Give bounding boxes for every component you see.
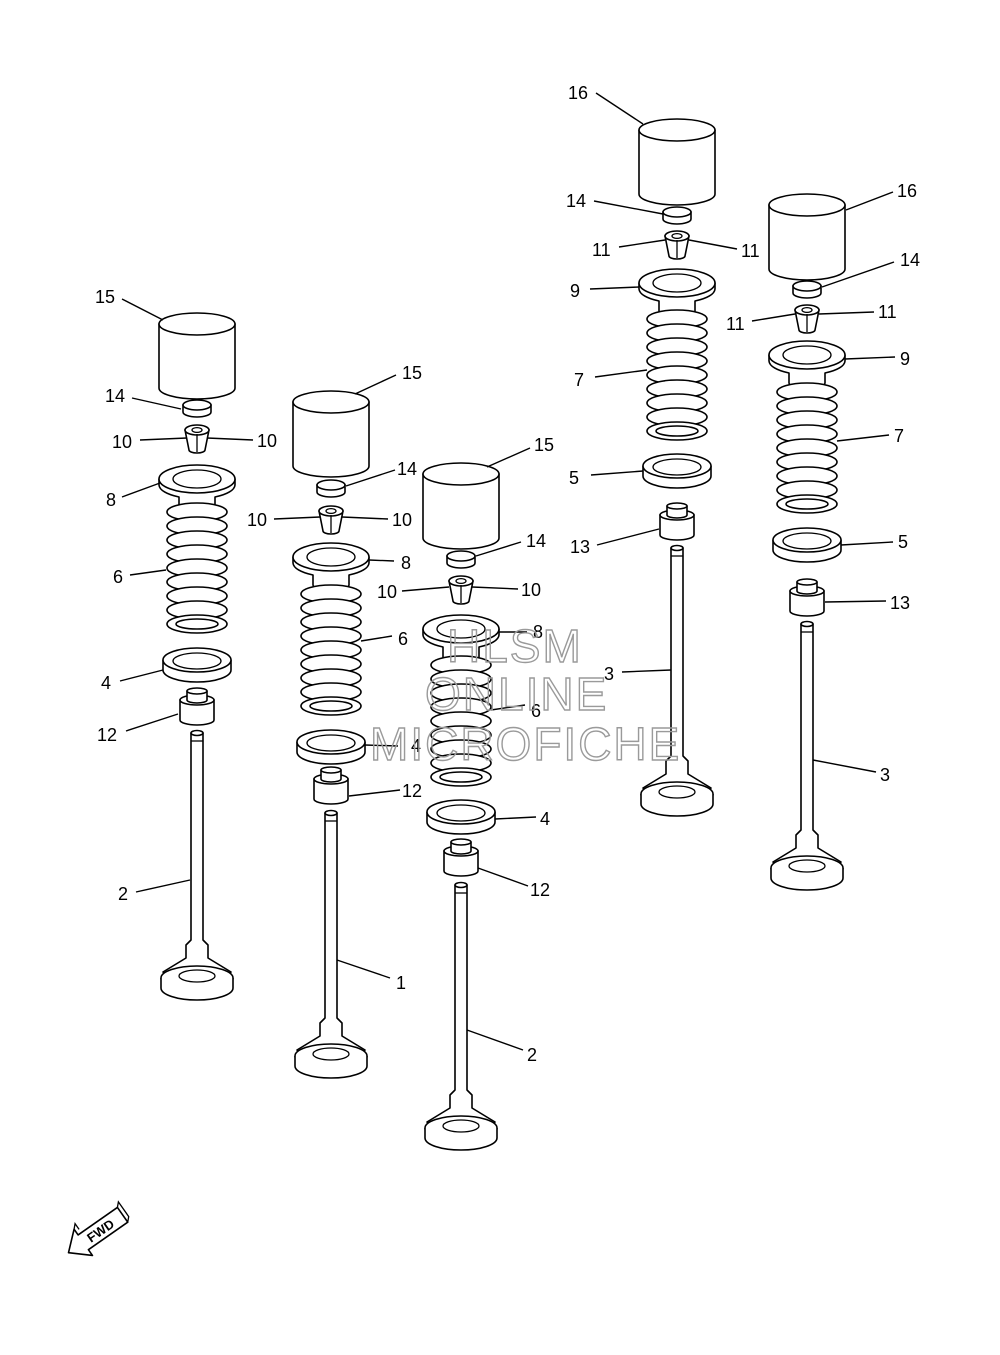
callout-seat: 4 bbox=[101, 673, 111, 693]
callout-seal: 12 bbox=[530, 880, 550, 900]
callout-lifter: 16 bbox=[568, 83, 588, 103]
valve-keeper bbox=[448, 575, 474, 605]
callout-spring: 6 bbox=[398, 629, 408, 649]
watermark-line1: HLSM bbox=[447, 620, 583, 672]
callout-shim: 14 bbox=[526, 531, 546, 551]
callout-seat: 4 bbox=[540, 809, 550, 829]
callout-keeper: 10 bbox=[112, 432, 132, 452]
callout-seal: 12 bbox=[97, 725, 117, 745]
callout-lifter: 16 bbox=[897, 181, 917, 201]
callout-spring: 6 bbox=[113, 567, 123, 587]
callout-valve: 3 bbox=[604, 664, 614, 684]
callout-seal: 12 bbox=[402, 781, 422, 801]
valve-shim bbox=[446, 550, 476, 569]
callout-keeper: 10 bbox=[257, 431, 277, 451]
spring-seat bbox=[772, 527, 842, 563]
spring-seat bbox=[162, 647, 232, 683]
left-valve-assembly bbox=[158, 312, 236, 1001]
valve bbox=[160, 729, 234, 1001]
callout-seat: 4 bbox=[411, 736, 421, 756]
callout-lifter: 15 bbox=[534, 435, 554, 455]
callout-seal: 13 bbox=[890, 593, 910, 613]
valve-lifter bbox=[292, 390, 370, 478]
callout-keeper: 11 bbox=[726, 314, 745, 334]
callout-valve: 2 bbox=[118, 884, 128, 904]
valve-spring bbox=[300, 584, 362, 716]
callout-keeper: 10 bbox=[521, 580, 541, 600]
callout-numbers: 15 14 10 10 8 6 4 12 2 15 14 10 10 8 6 4… bbox=[95, 83, 920, 1065]
callout-shim: 14 bbox=[900, 250, 920, 270]
valve-keeper bbox=[184, 424, 210, 454]
valve-shim bbox=[662, 206, 692, 225]
valve-spring bbox=[776, 382, 838, 514]
fwd-arrow-icon: FWD bbox=[67, 1200, 130, 1257]
spring-retainer bbox=[292, 542, 370, 591]
valve-spring bbox=[166, 502, 228, 634]
right-exhaust-valve-assembly-a bbox=[638, 118, 716, 817]
valve-lifter bbox=[638, 118, 716, 206]
callout-spring: 7 bbox=[574, 370, 584, 390]
callout-valve: 3 bbox=[880, 765, 890, 785]
spring-retainer bbox=[638, 268, 716, 317]
leader-lines bbox=[119, 92, 896, 1051]
valve-shim bbox=[316, 479, 346, 498]
stem-seal bbox=[443, 838, 479, 877]
callout-shim: 14 bbox=[105, 386, 125, 406]
valve bbox=[294, 809, 368, 1079]
valve bbox=[770, 620, 844, 891]
callout-retainer: 8 bbox=[106, 490, 116, 510]
valve-lifter bbox=[158, 312, 236, 400]
callout-retainer: 8 bbox=[401, 553, 411, 573]
valve-keeper bbox=[318, 505, 344, 535]
callout-seal: 13 bbox=[570, 537, 590, 557]
stem-seal bbox=[789, 578, 825, 617]
valve-lifter bbox=[422, 462, 500, 550]
valve-keeper bbox=[794, 304, 820, 334]
spring-seat bbox=[426, 799, 496, 835]
callout-keeper: 10 bbox=[392, 510, 412, 530]
callout-seat: 5 bbox=[898, 532, 908, 552]
callout-lifter: 15 bbox=[95, 287, 115, 307]
callout-seat: 5 bbox=[569, 468, 579, 488]
callout-spring: 6 bbox=[531, 701, 541, 721]
callout-shim: 14 bbox=[566, 191, 586, 211]
valve-keeper bbox=[664, 230, 690, 260]
spring-seat bbox=[642, 453, 712, 489]
stem-seal bbox=[659, 502, 695, 541]
callout-valve: 2 bbox=[527, 1045, 537, 1065]
callout-valve: 1 bbox=[396, 973, 406, 993]
spring-seat bbox=[296, 729, 366, 765]
callout-retainer: 9 bbox=[570, 281, 580, 301]
callout-keeper: 10 bbox=[377, 582, 397, 602]
callout-keeper: 10 bbox=[247, 510, 267, 530]
stem-seal bbox=[179, 687, 215, 726]
right-exhaust-valve-assembly-b bbox=[768, 193, 846, 891]
spring-retainer bbox=[768, 340, 846, 389]
callout-shim: 14 bbox=[397, 459, 417, 479]
watermark: HLSM ONLINE MICROFICHE bbox=[369, 619, 681, 770]
watermark-line3: MICROFICHE bbox=[370, 718, 681, 770]
callout-retainer: 9 bbox=[900, 349, 910, 369]
callout-lifter: 15 bbox=[402, 363, 422, 383]
valve-spring bbox=[646, 309, 708, 441]
valve-lifter bbox=[768, 193, 846, 281]
valve-shim bbox=[182, 399, 212, 418]
middle-valve-assembly bbox=[292, 390, 370, 1079]
stem-seal bbox=[313, 766, 349, 805]
watermark-line2: ONLINE bbox=[425, 668, 608, 720]
callout-retainer: 8 bbox=[533, 622, 543, 642]
center-valve-assembly bbox=[422, 462, 500, 1151]
callout-keeper: 11 bbox=[878, 302, 897, 322]
valve-shim bbox=[792, 280, 822, 299]
callout-keeper: 11 bbox=[592, 240, 611, 260]
valve bbox=[424, 881, 498, 1151]
callout-spring: 7 bbox=[894, 426, 904, 446]
valve bbox=[640, 544, 714, 817]
callout-keeper: 11 bbox=[741, 241, 760, 261]
